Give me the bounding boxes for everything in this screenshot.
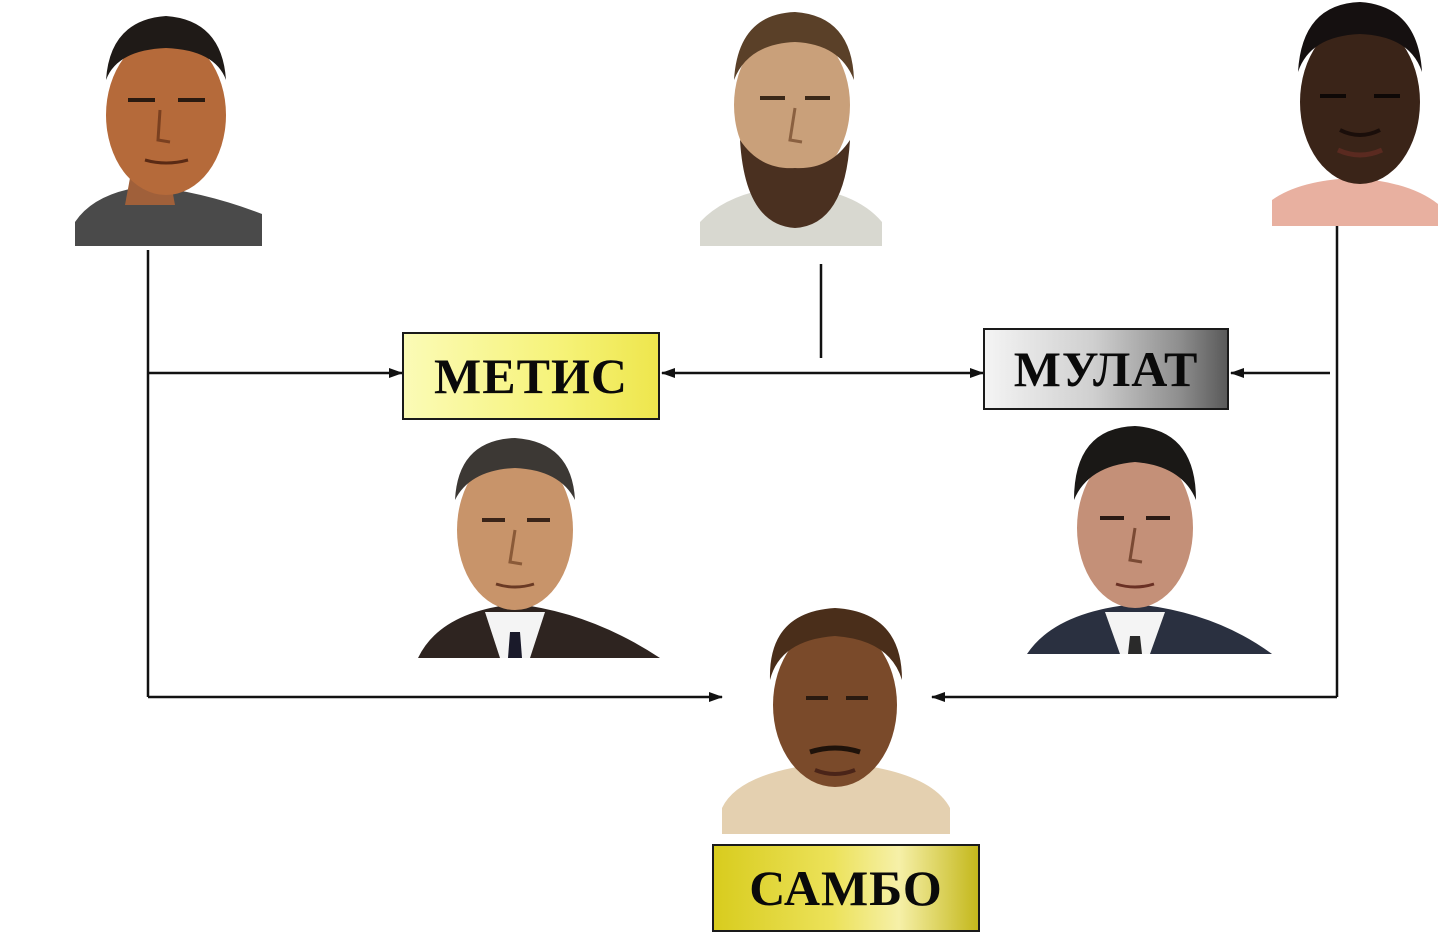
label-mulat: МУЛАТ (983, 328, 1229, 410)
label-mulat-text: МУЛАТ (1013, 341, 1199, 397)
portrait-icon-metis (418, 438, 660, 658)
label-metis: МЕТИС (402, 332, 660, 420)
label-sambo: САМБО (712, 844, 980, 932)
portrait-icon-mulat (1027, 426, 1272, 654)
portrait-icon-mongoloid (75, 16, 262, 246)
portrait-icon-negroid (1272, 2, 1438, 226)
portrait-icon-sambo (722, 608, 950, 834)
label-sambo-text: САМБО (749, 860, 943, 916)
portrait-icon-caucasian (700, 12, 882, 246)
label-metis-text: МЕТИС (434, 348, 628, 404)
